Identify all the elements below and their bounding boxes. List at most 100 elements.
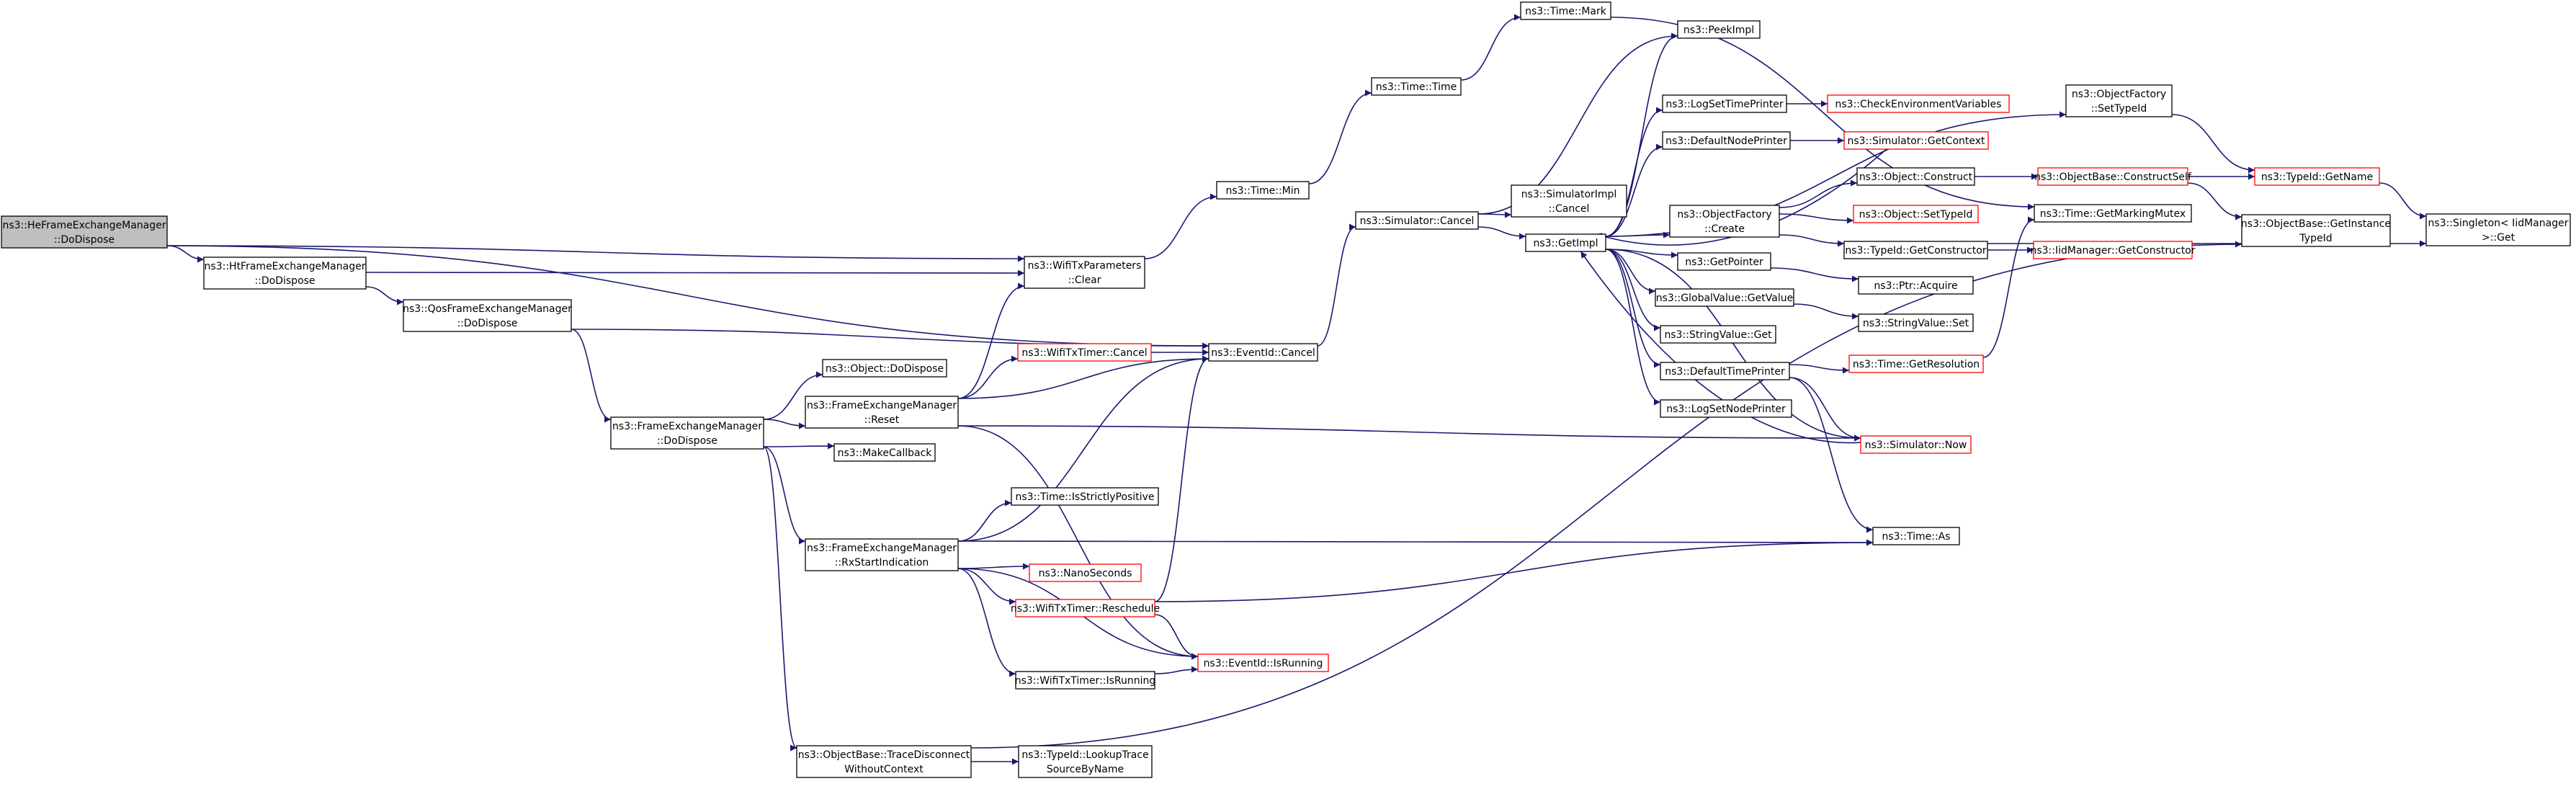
node-label: ::DoDispose (657, 435, 717, 447)
edge-n28-n38 (1770, 267, 1859, 282)
edge-n31-n41 (1789, 377, 1861, 442)
node-n23[interactable]: ns3::GetImpl (1525, 233, 1606, 252)
node-n45[interactable]: ns3::IidManager::GetConstructor (2030, 241, 2196, 259)
node-n12[interactable]: ns3::Time::IsStrictlyPositive (1011, 487, 1159, 506)
node-n2[interactable]: ns3::QosFrameExchangeManager::DoDispose (403, 299, 572, 332)
node-label: ns3::StringValue::Set (1863, 318, 1969, 329)
node-n32[interactable]: ns3::LogSetNodePrinter (1660, 399, 1792, 418)
node-n36[interactable]: ns3::Object::SetTypeId (1853, 205, 1979, 223)
node-box (1355, 211, 1479, 230)
node-box (1216, 181, 1310, 200)
node-label: SourceByName (1047, 764, 1124, 775)
node-label: ::DoDispose (457, 318, 517, 329)
node-label: ns3::ObjectBase::GetInstance (2241, 218, 2391, 230)
node-n16[interactable]: ns3::EventId::IsRunning (1197, 654, 1329, 672)
node-n27[interactable]: ns3::ObjectFactory::Create (1669, 205, 1780, 238)
node-n35[interactable]: ns3::Object::Construct (1856, 167, 1975, 186)
node-n11[interactable]: ns3::EventId::Cancel (1208, 343, 1318, 362)
node-n37[interactable]: ns3::TypeId::GetConstructor (1843, 241, 1988, 259)
node-n47[interactable]: ns3::TypeId::GetName (2254, 167, 2380, 186)
node-n8[interactable]: ns3::ObjectBase::TraceDisconnectWithoutC… (796, 745, 972, 778)
edge-n7-n15 (957, 568, 1016, 677)
node-box (2241, 214, 2391, 247)
node-n34[interactable]: ns3::Simulator::GetContext (1843, 131, 1989, 150)
node-label: ns3::Time::IsStrictlyPositive (1016, 491, 1155, 503)
edge-n3-n6 (763, 442, 835, 450)
edge-n2-n3 (571, 329, 612, 423)
node-n21[interactable]: ns3::Simulator::Cancel (1355, 211, 1479, 230)
node-n6[interactable]: ns3::MakeCallback (833, 443, 936, 462)
node-label: ns3::Time::GetResolution (1853, 359, 1980, 370)
node-n10[interactable]: ns3::WifiTxTimer::Cancel (1017, 343, 1152, 362)
edge-n23-n25 (1605, 107, 1663, 237)
node-label: ns3::MakeCallback (838, 447, 933, 459)
edge-n21-n23 (1477, 226, 1526, 240)
node-label: ::Clear (1068, 275, 1101, 286)
node-n19[interactable]: ns3::Time::Time (1371, 77, 1462, 96)
edge-n9-n18 (1144, 193, 1217, 259)
node-n33[interactable]: ns3::CheckEnvironmentVariables (1827, 94, 2010, 113)
edge-n23-n30 (1605, 249, 1661, 331)
node-n18[interactable]: ns3::Time::Min (1216, 181, 1310, 200)
node-n43[interactable]: ns3::ObjectFactory::SetTypeId (2065, 84, 2173, 117)
node-n40[interactable]: ns3::Time::GetResolution (1848, 355, 1984, 373)
edge-n7-n13 (957, 563, 1030, 570)
node-n49[interactable]: ns3::Singleton< IidManager>::Get (2425, 213, 2571, 246)
node-n30[interactable]: ns3::StringValue::Get (1660, 325, 1776, 344)
node-n24[interactable]: ns3::PeekImpl (1677, 20, 1761, 39)
edge-n14-n42 (1154, 539, 1874, 602)
node-n14[interactable]: ns3::WifiTxTimer::Reschedule (1011, 599, 1160, 617)
node-label: ns3::CheckEnvironmentVariables (1835, 99, 2002, 110)
node-label: ns3::Simulator::GetContext (1847, 135, 1985, 147)
node-n26[interactable]: ns3::DefaultNodePrinter (1662, 131, 1791, 150)
node-n15[interactable]: ns3::WifiTxTimer::IsRunning (1015, 671, 1156, 690)
edge-n1-n2 (365, 286, 404, 306)
node-n29[interactable]: ns3::GlobalValue::GetValue (1655, 288, 1794, 307)
node-label: ns3::QosFrameExchangeManager (403, 303, 572, 315)
edge-n7-n12 (957, 499, 1012, 542)
node-n4[interactable]: ns3::Object::DoDispose (822, 359, 947, 378)
edges (166, 14, 2427, 765)
node-n28[interactable]: ns3::GetPointer (1677, 252, 1771, 271)
node-n38[interactable]: ns3::Ptr::Acquire (1858, 276, 1974, 295)
node-label: ns3::SimulatorImpl (1521, 189, 1617, 200)
node-label: ns3::Time::Mark (1525, 6, 1607, 17)
node-n5[interactable]: ns3::FrameExchangeManager::Reset (805, 396, 959, 429)
node-n9[interactable]: ns3::WifiTxParameters::Clear (1024, 256, 1145, 289)
node-box (1677, 252, 1771, 271)
edge-n5-n41 (957, 425, 1861, 442)
node-box (1669, 205, 1780, 238)
node-label: ::DoDispose (54, 234, 115, 246)
node-n46[interactable]: ns3::Time::GetMarkingMutex (2034, 204, 2192, 223)
node-n13[interactable]: ns3::NanoSeconds (1029, 563, 1142, 582)
node-n31[interactable]: ns3::DefaultTimePrinter (1660, 362, 1790, 380)
node-n22[interactable]: ns3::SimulatorImpl::Cancel (1511, 184, 1627, 218)
node-label: ns3::WifiTxParameters (1028, 260, 1142, 272)
node-n41[interactable]: ns3::Simulator::Now (1860, 435, 1972, 454)
node-box (796, 745, 972, 778)
node-label: ns3::StringValue::Get (1664, 329, 1772, 341)
node-n20[interactable]: ns3::Time::Mark (1520, 1, 1611, 20)
node-box (1015, 671, 1155, 690)
node-box (1860, 435, 1972, 454)
node-n3[interactable]: ns3::FrameExchangeManager::DoDispose (610, 416, 764, 450)
node-box (1858, 276, 1974, 295)
node-box (1856, 167, 1975, 186)
node-n39[interactable]: ns3::StringValue::Set (1858, 313, 1974, 332)
node-n44[interactable]: ns3::ObjectBase::ConstructSelf (2034, 167, 2192, 186)
node-n1[interactable]: ns3::HtFrameExchangeManager::DoDispose (203, 257, 367, 290)
node-box (1015, 599, 1155, 617)
node-box (1197, 654, 1329, 672)
node-n42[interactable]: ns3::Time::As (1872, 527, 1960, 545)
node-box (1011, 487, 1159, 506)
node-n7[interactable]: ns3::FrameExchangeManager::RxStartIndica… (805, 538, 959, 571)
edge-n0-n9 (166, 245, 1025, 262)
node-n25[interactable]: ns3::LogSetTimePrinter (1662, 94, 1787, 113)
node-label: ns3::Time::Min (1225, 185, 1300, 197)
node-box (822, 359, 947, 378)
node-label: ns3::ObjectBase::ConstructSelf (2034, 171, 2192, 183)
edge-n43-n47 (2171, 114, 2255, 174)
node-n0[interactable]: ns3::HeFrameExchangeManager::DoDispose (1, 215, 168, 249)
